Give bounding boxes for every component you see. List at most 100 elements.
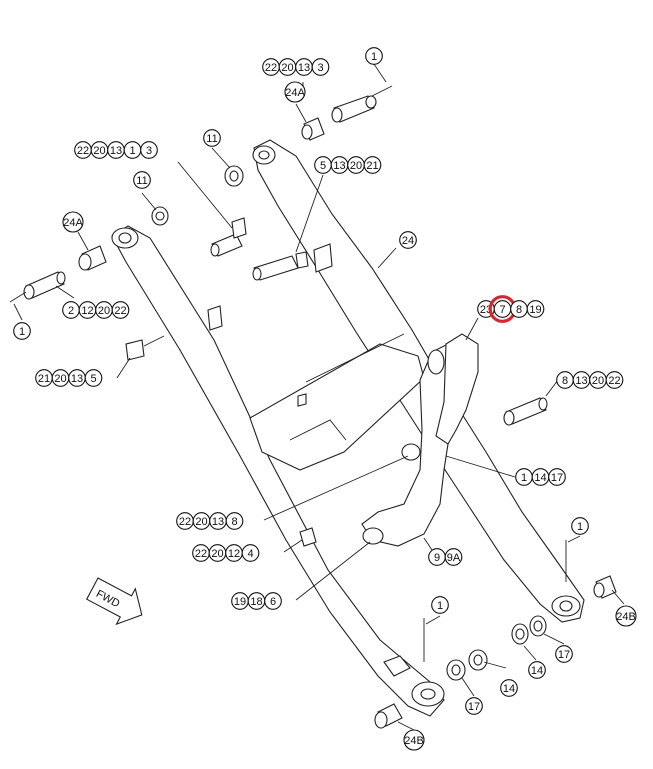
callout-bubble <box>605 371 624 389</box>
callout-label: 11 <box>136 175 147 187</box>
callout-label: 17 <box>468 701 480 713</box>
callout-bubble <box>225 512 244 530</box>
callout-label: 12 <box>228 548 240 560</box>
callout-label: 9A <box>447 552 461 564</box>
callout-label: 20 <box>211 548 223 560</box>
callout-label: 14 <box>503 683 515 695</box>
callout-label: 13 <box>333 160 345 172</box>
callout-group-left-5: 21 20 13 5 <box>35 369 103 387</box>
callout-bubble <box>363 156 382 174</box>
callout-label: 14 <box>531 665 543 677</box>
callout-label: 5 <box>320 160 326 172</box>
tilt-link <box>435 333 479 445</box>
callout-label: 20 <box>93 145 105 157</box>
callout-label: 1 <box>371 51 377 63</box>
callout-label: 22 <box>77 145 89 157</box>
callout-group-24b-right: 24B <box>615 605 637 627</box>
callout-label: 13 <box>298 62 310 74</box>
callout-bubble <box>140 141 158 159</box>
callout-label: 24A <box>285 87 305 99</box>
callout-bubble <box>500 679 518 697</box>
callout-label: 19 <box>234 596 246 608</box>
callout-group-left-bolt: 2 12 20 22 <box>62 301 130 319</box>
callout-label: 20 <box>54 373 66 385</box>
callout-label: 8 <box>562 375 568 387</box>
callout-label: 20 <box>592 375 604 387</box>
callout-label: 24B <box>616 611 636 623</box>
callout-label: 20 <box>195 516 207 528</box>
direction-arrow: FWD <box>85 577 143 626</box>
callout-label: 2 <box>68 305 74 317</box>
callout-bubble <box>62 211 84 233</box>
callout-group-17-a: 17 <box>465 697 483 715</box>
callout-group-center-1: 1 14 17 <box>515 468 566 486</box>
callout-label: 19 <box>529 304 541 316</box>
callout-label: 24A <box>63 217 83 229</box>
callout-bubble <box>133 171 151 189</box>
callout-group-14-a: 14 <box>500 679 518 697</box>
callout-bubble <box>465 697 483 715</box>
callout-group-left-1: 1 <box>13 322 31 340</box>
cross-tube <box>249 343 425 471</box>
callout-label: 22 <box>265 62 277 74</box>
callout-label: 13 <box>212 516 224 528</box>
callout-bubble <box>13 322 31 340</box>
loose-parts <box>9 85 617 729</box>
callout-label: 3 <box>317 62 323 74</box>
callout-label: 5 <box>90 373 96 385</box>
callout-label: 4 <box>247 548 253 560</box>
callout-bubble <box>548 468 566 486</box>
callout-bubble <box>555 645 573 663</box>
callout-group-top-1: 1 <box>365 47 383 65</box>
callout-label: 22 <box>608 375 620 387</box>
callout-label: 8 <box>516 304 522 316</box>
callout-label: 20 <box>98 305 110 317</box>
callout-label: 17 <box>558 649 570 661</box>
callout-label: 13 <box>71 373 83 385</box>
fwd-arrow-shape <box>85 577 143 626</box>
callout-group-right-1: 1 <box>571 517 589 535</box>
callout-group-17-b: 17 <box>555 645 573 663</box>
callout-label: 12 <box>81 305 93 317</box>
callout-label: 3 <box>146 145 152 157</box>
callout-group-24b-bottom: 24B <box>403 729 425 751</box>
callout-label: 21 <box>38 373 50 385</box>
callout-label: 17 <box>551 472 563 484</box>
callout-label: 1 <box>521 472 527 484</box>
callout-bubble <box>444 548 463 566</box>
callout-label: 1 <box>577 521 583 533</box>
callout-label: 24 <box>402 235 414 247</box>
callout-group-14-b: 14 <box>528 661 546 679</box>
callout-bubble <box>84 369 103 387</box>
callout-label: 1 <box>129 145 135 157</box>
callout-bubble <box>615 605 637 627</box>
callout-group-24a-top: 24A <box>284 81 306 103</box>
callout-label: 22 <box>114 305 126 317</box>
left-lift-arm <box>111 225 445 717</box>
callout-label: 20 <box>350 160 362 172</box>
callout-bubble <box>203 129 221 147</box>
callout-group-24: 24 <box>399 231 417 249</box>
callout-bubble <box>284 81 306 103</box>
callout-label: 22 <box>179 516 191 528</box>
callout-bubble <box>399 231 417 249</box>
callout-label: 13 <box>575 375 587 387</box>
callout-label: 6 <box>270 596 276 608</box>
callout-label: 20 <box>281 62 293 74</box>
callout-bubble <box>264 592 282 610</box>
callout-bubble <box>365 47 383 65</box>
callout-group-bottom-1: 1 <box>431 596 449 614</box>
callout-group-24a-left: 24A <box>62 211 84 233</box>
callout-bubble <box>403 729 425 751</box>
callout-label: 14 <box>534 472 546 484</box>
leader-lines <box>13 63 625 731</box>
callout-label: 1 <box>437 600 443 612</box>
